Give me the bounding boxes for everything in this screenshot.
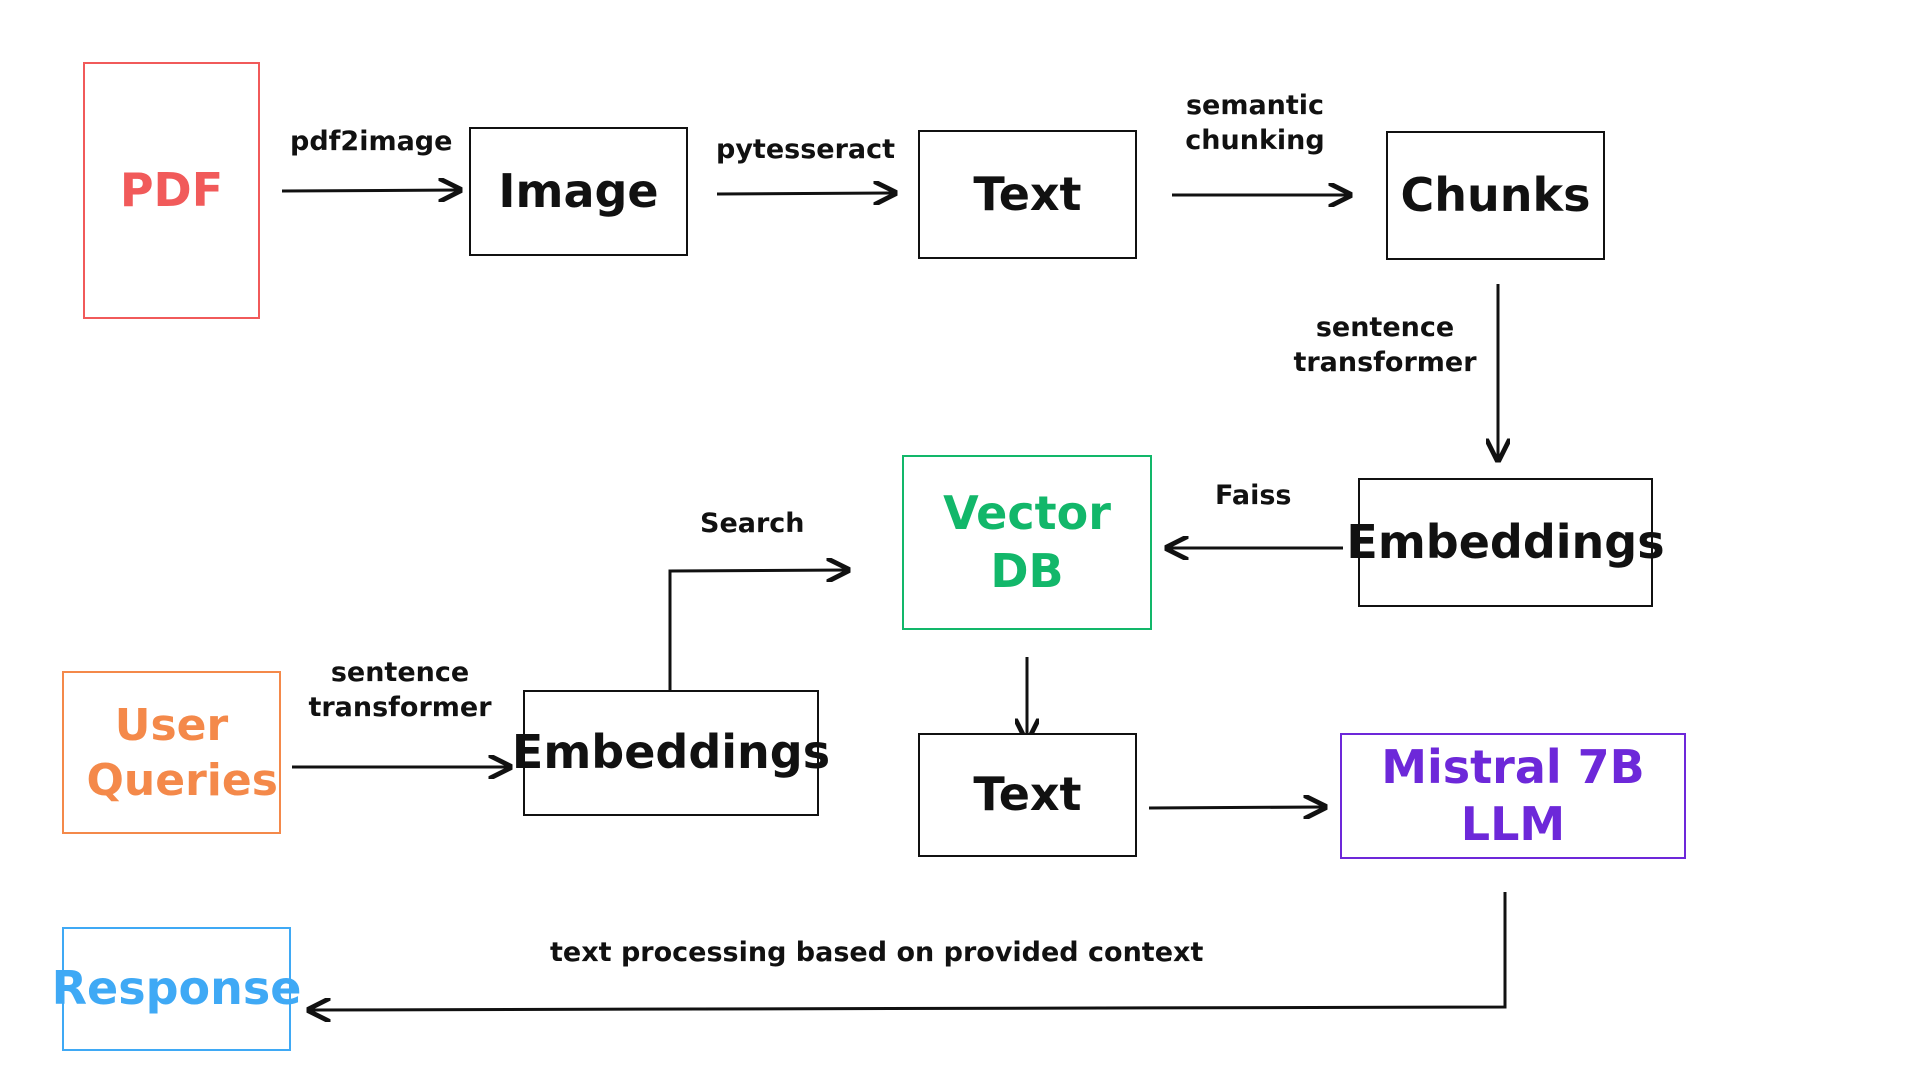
node-query-embeddings-label: Embeddings (511, 725, 831, 780)
node-pdf-label: PDF (119, 162, 224, 217)
node-response-label: Response (51, 961, 302, 1016)
node-chunks-label: Chunks (1400, 167, 1591, 222)
edge-label-sentence-transformer-query: sentence transformer (308, 657, 492, 724)
edge-label-pytesseract: pytesseract (716, 134, 896, 165)
node-chunks: Chunks (1386, 131, 1605, 260)
node-image: Image (469, 127, 688, 256)
node-document-embeddings: Embeddings (1346, 478, 1665, 607)
node-retrieved-text-label: Text (973, 767, 1082, 822)
node-mistral-llm: Mistral 7B LLM (1340, 733, 1686, 859)
arrow-image-to-text (716, 193, 895, 194)
arrow-mistral-to-response (309, 892, 1507, 1010)
node-document-embeddings-label: Embeddings (1346, 514, 1665, 569)
arrow-text-to-mistral (1148, 807, 1325, 808)
node-text-label: Text (973, 166, 1082, 221)
arrow-pdf-to-image (281, 190, 460, 191)
arrow-query-search (668, 570, 848, 690)
node-user-queries-label: User Queries (86, 699, 278, 806)
node-vector-db: Vector DB (902, 455, 1152, 630)
edge-label-pdf2image: pdf2image (290, 126, 453, 157)
node-retrieved-text: Text (918, 733, 1137, 857)
edge-label-sentence-transformer-docs: sentence transformer (1293, 312, 1477, 379)
edge-label-semantic-chunking: semantic chunking (1185, 90, 1325, 157)
node-user-queries: User Queries (62, 671, 281, 834)
node-query-embeddings: Embeddings (512, 690, 830, 816)
node-text: Text (918, 130, 1137, 259)
edge-label-search: Search (700, 508, 805, 539)
node-vector-db-label: Vector DB (943, 486, 1111, 598)
node-image-label: Image (498, 163, 659, 218)
edge-label-text-processing: text processing based on provided contex… (550, 937, 1204, 968)
node-mistral-llm-label: Mistral 7B LLM (1381, 739, 1645, 852)
node-response: Response (52, 927, 301, 1051)
node-pdf: PDF (83, 62, 260, 319)
edge-label-faiss: Faiss (1215, 480, 1292, 511)
